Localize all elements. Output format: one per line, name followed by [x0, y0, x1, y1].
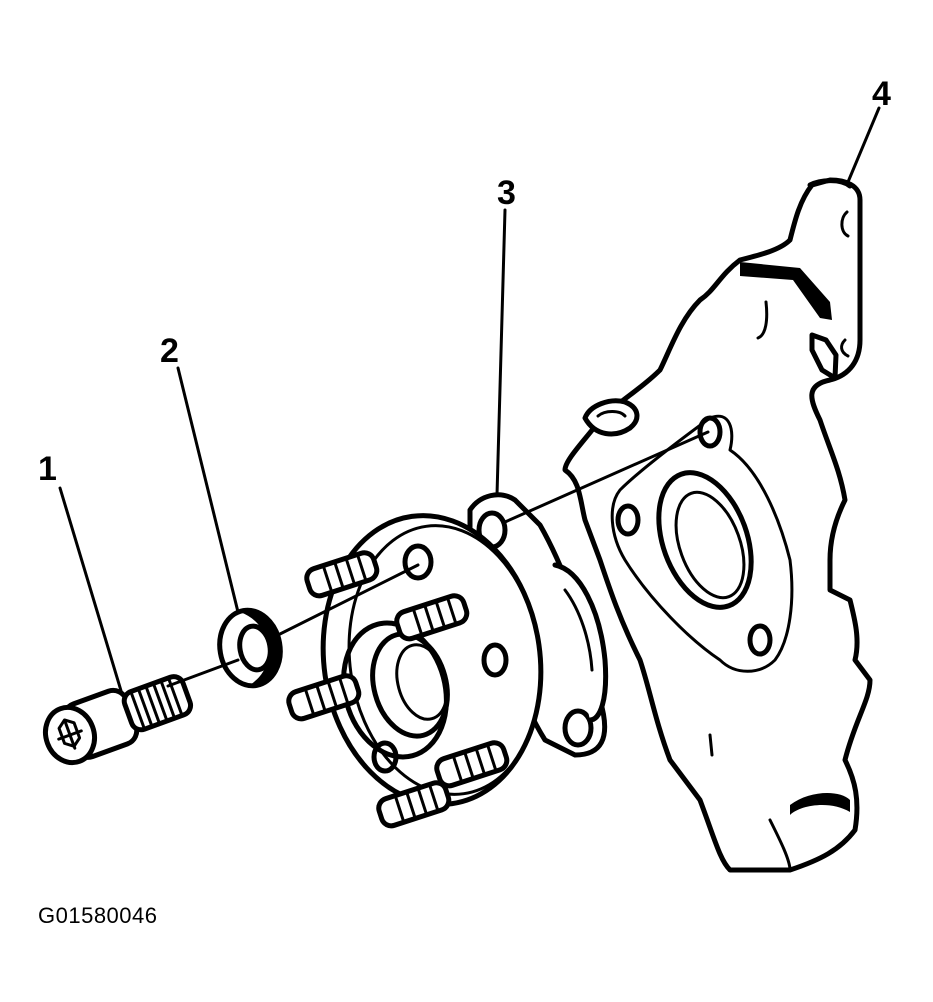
- knuckle-part: [562, 177, 873, 873]
- leader-lines: [58, 106, 881, 696]
- hub-bearing-part: [286, 492, 609, 829]
- callout-3: 3: [497, 174, 516, 212]
- figure-id-label: G01580046: [38, 903, 158, 928]
- callout-2: 2: [160, 332, 179, 370]
- washer-part: [217, 607, 283, 689]
- alignment-lines: [166, 430, 710, 688]
- callout-4: 4: [872, 75, 891, 113]
- wheel-studs: [286, 550, 510, 829]
- bolt-part: [42, 674, 194, 766]
- callout-1: 1: [38, 450, 57, 488]
